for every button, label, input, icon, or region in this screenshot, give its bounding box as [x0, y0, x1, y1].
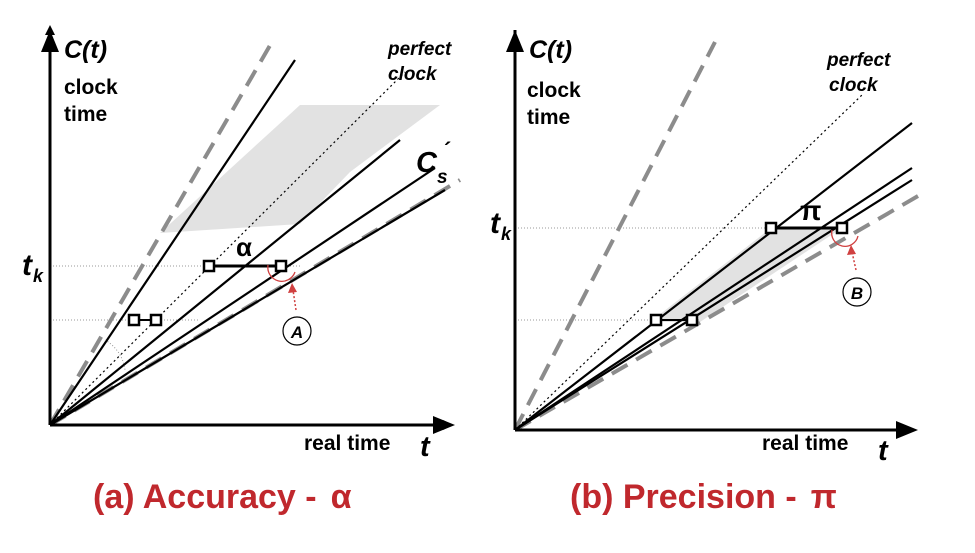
callout-arrowhead-b	[847, 245, 856, 255]
badge-b	[842, 277, 872, 307]
clock-line-2	[49, 139, 401, 426]
pi-marker-right	[835, 221, 849, 235]
clock-line-b3	[514, 179, 913, 431]
callout-arrow-a	[292, 289, 297, 311]
lower-marker-left	[127, 313, 141, 327]
caption-accuracy: (a) Accuracy - α	[93, 478, 352, 517]
x-axis-arrow-b	[896, 421, 918, 439]
cs-label-main: C	[416, 147, 438, 179]
caption-precision-symbol: π	[810, 478, 837, 516]
pi-marker-left	[764, 221, 778, 235]
clock-line-1	[49, 59, 296, 426]
y-axis-title-b: C(t)	[529, 36, 572, 64]
perfect-label-2-b: clock	[829, 75, 879, 96]
upper-drift-bound	[48, 40, 274, 427]
badge-b-label: B	[851, 284, 863, 303]
tk-label-sub-b: k	[501, 224, 512, 244]
x-axis-arrow	[433, 416, 455, 434]
tk-label-main-b: t	[490, 207, 502, 240]
perfect-clock-line-b	[514, 94, 863, 431]
x-axis-label-a: real time	[304, 432, 390, 455]
y-axis-arrow	[41, 30, 59, 52]
cs-label-sub: s	[437, 167, 448, 188]
y-axis-sub2-a: time	[64, 103, 107, 126]
pi-symbol: π	[800, 195, 821, 226]
alpha-marker-right	[274, 259, 288, 273]
clock-line-cs	[49, 167, 436, 426]
caption-precision-text: (b) Precision -	[570, 478, 797, 516]
perfect-label-1-b: perfect	[826, 50, 891, 71]
tk-label-main-a: t	[22, 249, 34, 282]
clock-line-b1	[514, 122, 913, 431]
clock-line-3	[49, 189, 446, 426]
callout-circle-b	[831, 229, 859, 247]
badge-a-label: A	[290, 323, 303, 342]
precision-shaded-region	[650, 228, 842, 322]
callout-circle-a	[267, 264, 296, 282]
origin-arc	[104, 339, 126, 371]
alpha-symbol: α	[236, 232, 252, 262]
perfect-label-1-a: perfect	[387, 39, 452, 60]
panel-precision: π B C(t) clock time perfect clock t k re…	[490, 30, 920, 467]
perfect-label-2-a: clock	[388, 64, 438, 85]
panel-accuracy: α A C(t) clock time perfect clock C s ´ …	[22, 25, 462, 463]
tk-label-sub-a: k	[33, 266, 44, 286]
upper-drift-bound-b	[513, 41, 717, 431]
alpha-marker-left	[202, 259, 216, 273]
caption-precision: (b) Precision - π	[570, 478, 837, 517]
caption-accuracy-symbol: α	[330, 478, 352, 516]
x-axis-symbol-a: t	[420, 431, 431, 463]
y-axis-sub2-b: time	[527, 106, 570, 129]
clock-line-b2	[514, 167, 913, 431]
y-axis-sub1-b: clock	[527, 79, 581, 102]
caption-accuracy-text: (a) Accuracy -	[93, 478, 317, 516]
y-axis-arrow-b	[506, 30, 524, 52]
callout-arrow-b	[851, 251, 857, 271]
y-axis-title-a: C(t)	[64, 36, 107, 64]
y-axis-sub1-a: clock	[64, 76, 118, 99]
x-axis-symbol-b: t	[878, 435, 889, 467]
perfect-clock-line	[49, 71, 406, 426]
lower-marker-right	[149, 313, 163, 327]
x-axis-label-b: real time	[762, 432, 848, 455]
lower-marker-right-b	[685, 313, 699, 327]
badge-a	[282, 316, 312, 346]
callout-arrowhead-a	[288, 283, 297, 293]
lower-marker-left-b	[649, 313, 663, 327]
accuracy-shaded-region	[160, 105, 440, 233]
lower-drift-bound-b	[513, 194, 920, 432]
cs-prime-mark: ´	[444, 138, 451, 163]
